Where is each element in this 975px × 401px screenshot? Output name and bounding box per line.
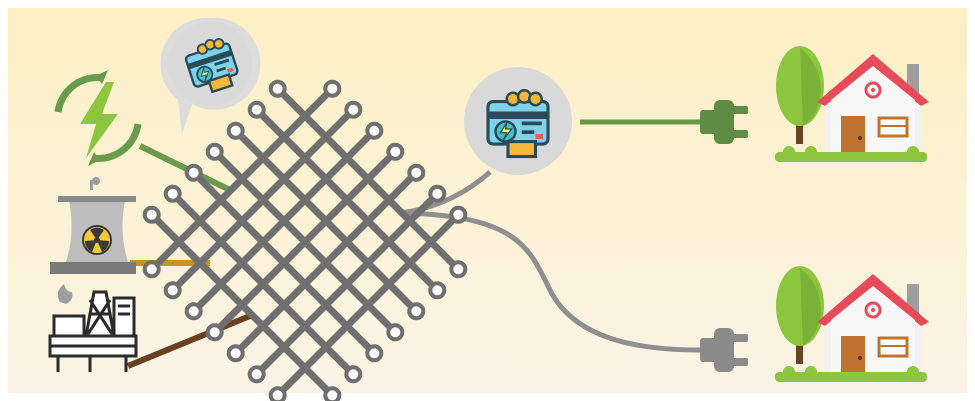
mesh-node	[226, 121, 245, 140]
mesh-node	[344, 365, 363, 384]
lightning-recycle-icon	[54, 70, 142, 166]
mesh-line	[169, 190, 357, 378]
renewable-connection-line	[138, 143, 232, 193]
mesh-line	[190, 169, 378, 357]
mesh-node	[184, 302, 203, 321]
mesh-node	[268, 79, 287, 98]
mesh-line	[253, 190, 441, 378]
source-contract-bubble	[160, 17, 261, 135]
mesh-node	[142, 205, 161, 224]
mesh-node	[428, 281, 447, 300]
mesh-line	[232, 169, 420, 357]
mesh-node	[365, 121, 384, 140]
mesh-node	[386, 323, 405, 342]
mesh-node	[428, 184, 447, 203]
mesh-line	[211, 148, 399, 336]
diagram-background	[8, 8, 967, 393]
mesh-node	[407, 163, 426, 182]
mesh-node	[344, 100, 363, 119]
mesh-node	[163, 281, 182, 300]
power-grid-mesh-icon	[142, 79, 468, 401]
consumer-contract-bubble	[464, 67, 572, 175]
fossil-connection-line	[126, 313, 252, 369]
grid-to-gray-plug-line	[399, 210, 701, 353]
mesh-node	[323, 79, 342, 98]
mesh-node	[323, 386, 342, 401]
mesh-node	[226, 344, 245, 363]
mesh-node	[205, 142, 224, 161]
mesh-node	[205, 323, 224, 342]
mesh-node	[142, 260, 161, 279]
mesh-node	[449, 205, 468, 224]
nuclear-cooling-tower-icon	[50, 177, 136, 274]
mesh-node	[365, 344, 384, 363]
mesh-node	[247, 365, 266, 384]
mesh-node	[163, 184, 182, 203]
connection-lines	[126, 119, 701, 369]
mesh-node	[247, 100, 266, 119]
oil-rig-icon	[48, 284, 138, 372]
mesh-line	[148, 211, 336, 399]
mesh-node	[407, 302, 426, 321]
mesh-node	[184, 163, 203, 182]
mesh-line	[274, 211, 462, 399]
mesh-node	[386, 142, 405, 161]
mesh-node	[449, 260, 468, 279]
mesh-node	[268, 386, 287, 401]
